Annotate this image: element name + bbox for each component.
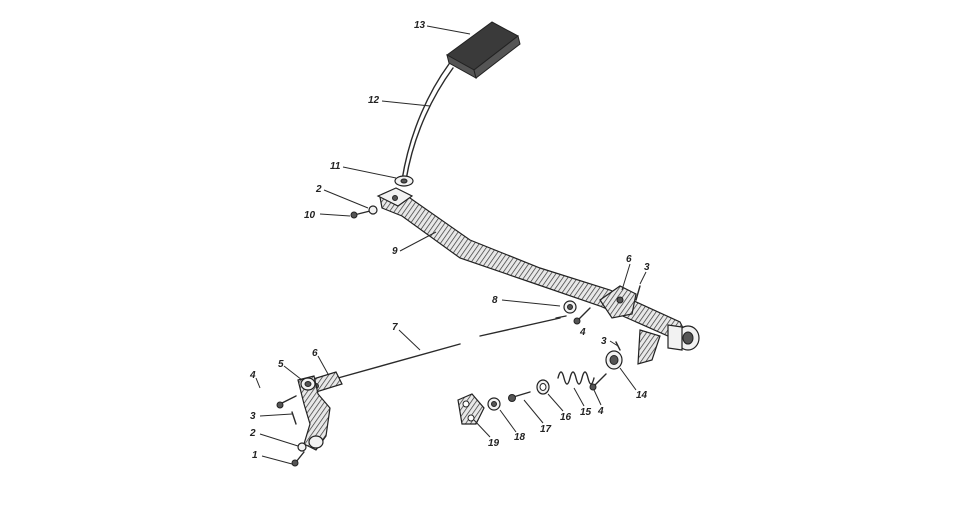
callout-5: 5 [278,359,284,370]
callout-2-lower: 2 [249,428,256,439]
brake-rod [337,315,567,379]
callout-16: 16 [560,412,572,423]
pedal-pad [446,21,521,79]
callout-1: 1 [252,450,258,461]
lower-fasteners [276,395,307,467]
callout-12: 12 [368,95,380,106]
callout-14: 14 [636,390,648,401]
upper-bolt-and-washer [350,205,378,219]
pedal-arm [401,63,454,181]
callout-6-lower: 6 [312,348,318,359]
callout-4-spring: 4 [597,406,604,417]
lower-lever [297,375,331,451]
callout-10: 10 [304,210,316,221]
callout-17: 17 [540,424,552,435]
callout-4-lower: 4 [249,370,256,381]
callout-3-lower: 3 [250,411,256,422]
callout-9: 9 [392,246,398,257]
callout-2-upper: 2 [315,184,322,195]
callout-3-upper: 3 [644,262,650,273]
callout-4-upper: 4 [579,327,586,338]
callout-7: 7 [392,322,398,333]
callout-8: 8 [492,295,498,306]
spring-assembly [457,341,623,425]
callout-6-upper: 6 [626,254,632,265]
callout-19: 19 [488,438,500,449]
upper-clevis-bracket [599,285,641,319]
leader-lines [255,25,647,465]
callout-11: 11 [330,161,341,172]
brake-lever [376,187,700,365]
callout-15: 15 [580,407,592,418]
upper-washer-and-pin [563,300,591,325]
callout-3-spring: 3 [601,336,607,347]
callout-18: 18 [514,432,526,443]
callout-13: 13 [414,20,426,31]
pedal-washer [394,175,414,187]
callout-labels: 13 12 11 2 10 9 6 3 8 4 7 3 14 4 15 16 1… [249,20,650,461]
